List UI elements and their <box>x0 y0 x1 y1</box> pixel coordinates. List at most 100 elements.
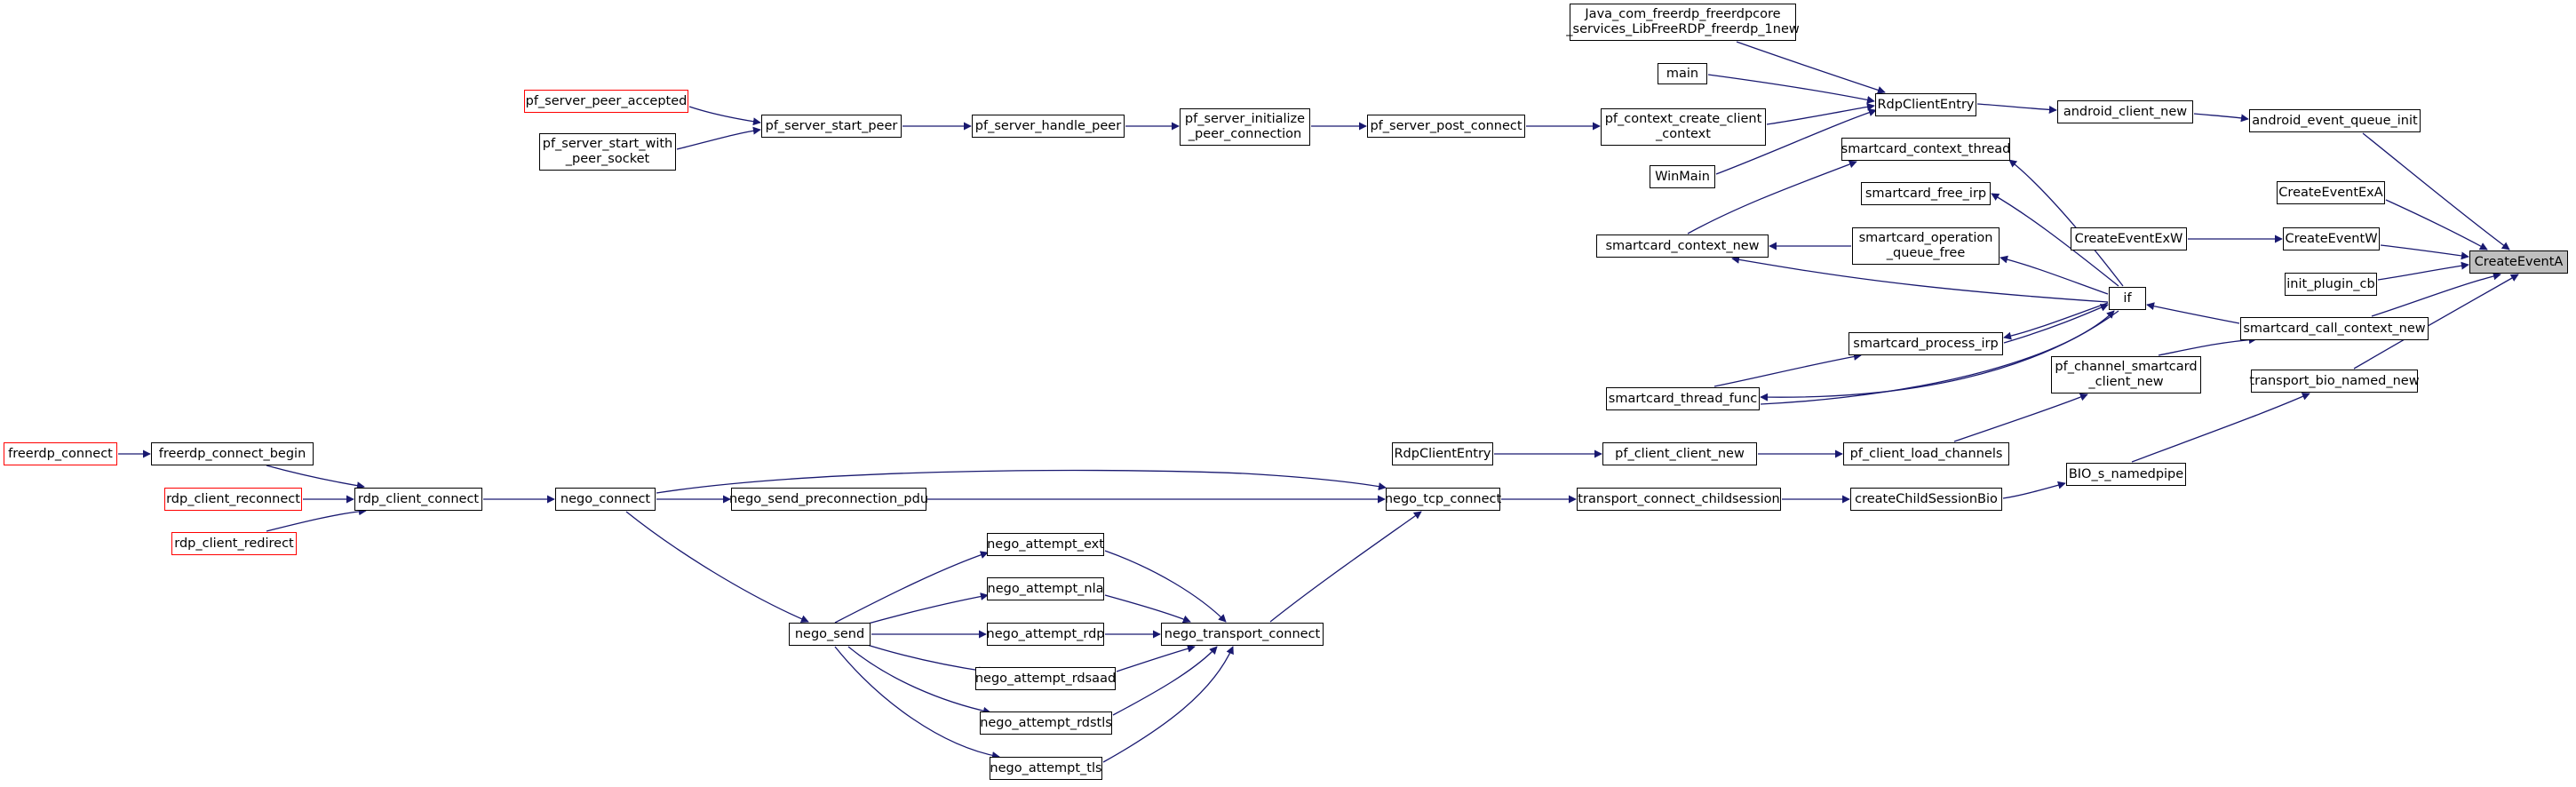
node-smartcard-free-irp-label: smartcard_free_irp <box>1864 186 1987 201</box>
edge-nego-send-to-attempt-ext <box>834 551 989 624</box>
node-android-event-queue-init-label: android_event_queue_init <box>2252 113 2418 128</box>
node-smartcard-call-context-new-label: smartcard_call_context_new <box>2243 321 2426 336</box>
node-nego-attempt-nla[interactable]: nego_attempt_nla <box>987 577 1104 600</box>
node-rdpcliententry-bottom-label: RdpClientEntry <box>1394 446 1491 461</box>
node-freerdp-connect-begin[interactable]: freerdp_connect_begin <box>151 442 314 465</box>
node-pf-client-load-channels[interactable]: pf_client_load_channels <box>1843 442 2009 465</box>
node-smartcard-thread-func[interactable]: smartcard_thread_func <box>1606 387 1760 410</box>
node-createchildsessionbio-label: createChildSessionBio <box>1855 491 1998 506</box>
edge-attempt-rdsaad-to-transport <box>1116 644 1196 672</box>
node-init-plugin-cb[interactable]: init_plugin_cb <box>2285 273 2377 296</box>
node-winmain[interactable]: WinMain <box>1650 165 1715 188</box>
node-transport-connect-childsession[interactable]: transport_connect_childsession <box>1577 488 1781 511</box>
node-createeventexa[interactable]: CreateEventExA <box>2277 181 2385 204</box>
edge-thread-func-to-if <box>1760 310 2115 405</box>
node-nego-transport-connect-label: nego_transport_connect <box>1164 626 1321 641</box>
node-smartcard-thread-func-label: smartcard_thread_func <box>1608 391 1758 406</box>
node-smartcard-process-irp[interactable]: smartcard_process_irp <box>1849 332 2003 355</box>
node-nego-attempt-tls-label: nego_attempt_tls <box>990 760 1102 775</box>
node-nego-tcp-connect[interactable]: nego_tcp_connect <box>1384 488 1502 511</box>
edge-android-client-new <box>2193 113 2249 123</box>
edge-attempt-rdstls-to-transport <box>1112 646 1218 716</box>
edge-begin-to-rdp-connect <box>266 465 365 490</box>
node-nego-attempt-rdstls[interactable]: nego_attempt_rdstls <box>980 711 1112 735</box>
node-pf-server-handle-peer-label: pf_server_handle_peer <box>974 118 1122 133</box>
node-pf-server-post-connect-label: pf_server_post_connect <box>1370 118 1523 133</box>
node-smartcard-context-thread-label: smartcard_context_thread <box>1841 141 2011 156</box>
edge-if-to-call <box>2146 302 2240 324</box>
node-smartcard-context-new-label: smartcard_context_new <box>1605 238 1760 253</box>
node-pf-server-start-with[interactable]: pf_server_start_with _peer_socket <box>539 133 676 171</box>
node-main[interactable]: main <box>1658 63 1707 84</box>
node-pf-client-client-new[interactable]: pf_client_client_new <box>1602 442 1757 465</box>
node-smartcard-context-thread[interactable]: smartcard_context_thread <box>1841 138 2010 161</box>
node-nego-attempt-ext[interactable]: nego_attempt_ext <box>987 533 1104 556</box>
node-nego-transport-connect[interactable]: nego_transport_connect <box>1161 623 1324 646</box>
node-pf-client-client-new-label: pf_client_client_new <box>1615 446 1745 461</box>
node-nego-connect[interactable]: nego_connect <box>555 488 656 511</box>
node-nego-attempt-tls[interactable]: nego_attempt_tls <box>990 757 1102 780</box>
node-freerdp-connect-label: freerdp_connect <box>8 446 113 461</box>
edge-rdpcliententry-top <box>1976 103 2057 114</box>
node-nego-send[interactable]: nego_send <box>789 623 871 646</box>
node-smartcard-operation[interactable]: smartcard_operation _queue_free <box>1852 227 2000 265</box>
node-java-com-freerdp[interactable]: Java_com_freerdp_freerdpcore _services_L… <box>1566 4 1800 41</box>
node-createeventexw[interactable]: CreateEventExW <box>2071 227 2187 250</box>
node-pf-server-peer-accepted-label: pf_server_peer_accepted <box>525 93 688 108</box>
node-rdp-client-connect[interactable]: rdp_client_connect <box>354 488 482 511</box>
node-pf-server-peer-accepted[interactable]: pf_server_peer_accepted <box>524 90 688 113</box>
edge-thread-func-to-process-irp <box>1713 353 1862 387</box>
node-createeventexw-label: CreateEventExW <box>2074 231 2183 246</box>
node-rdpcliententry-top[interactable]: RdpClientEntry <box>1875 93 1976 116</box>
node-nego-send-label: nego_send <box>794 626 865 641</box>
edge-smartcard-call-context-new <box>2371 272 2501 317</box>
node-nego-attempt-ext-label: nego_attempt_ext <box>987 537 1104 552</box>
node-nego-send-preconnection-pdu[interactable]: nego_send_preconnection_pdu <box>729 488 928 511</box>
node-transport-bio-named-new[interactable]: transport_bio_named_new <box>2249 370 2420 393</box>
node-createeventw[interactable]: CreateEventW <box>2283 227 2380 250</box>
node-pf-server-handle-peer[interactable]: pf_server_handle_peer <box>972 115 1125 138</box>
node-pf-client-load-channels-label: pf_client_load_channels <box>1849 446 2003 461</box>
node-nego-tcp-connect-label: nego_tcp_connect <box>1384 491 1502 506</box>
node-pf-server-initialize[interactable]: pf_server_initialize _peer_connection <box>1180 108 1310 146</box>
node-android-event-queue-init[interactable]: android_event_queue_init <box>2249 109 2421 132</box>
node-smartcard-free-irp[interactable]: smartcard_free_irp <box>1861 182 1991 205</box>
node-pf-server-post-connect[interactable]: pf_server_post_connect <box>1367 115 1525 138</box>
node-pf-server-start-peer[interactable]: pf_server_start_peer <box>761 115 902 138</box>
node-nego-attempt-rdstls-label: nego_attempt_rdstls <box>980 715 1112 730</box>
node-pf-context-create[interactable]: pf_context_create_client _context <box>1601 108 1766 146</box>
node-if-label: if <box>2123 290 2132 306</box>
node-freerdp-connect[interactable]: freerdp_connect <box>4 442 117 465</box>
node-rdp-client-reconnect[interactable]: rdp_client_reconnect <box>164 488 302 511</box>
node-main-label: main <box>1666 66 1699 81</box>
node-createchildsessionbio[interactable]: createChildSessionBio <box>1850 488 2002 511</box>
node-java-com-freerdp-label: Java_com_freerdp_freerdpcore _services_L… <box>1566 7 1800 36</box>
node-android-client-new[interactable]: android_client_new <box>2057 100 2193 123</box>
node-nego-attempt-rdp[interactable]: nego_attempt_rdp <box>987 623 1105 646</box>
node-smartcard-context-new[interactable]: smartcard_context_new <box>1596 235 1769 258</box>
node-freerdp-connect-begin-label: freerdp_connect_begin <box>158 446 306 461</box>
node-rdpcliententry-bottom[interactable]: RdpClientEntry <box>1392 442 1493 465</box>
node-smartcard-operation-label: smartcard_operation _queue_free <box>1858 231 1993 260</box>
node-nego-attempt-rdsaad[interactable]: nego_attempt_rdsaad <box>975 667 1116 690</box>
node-createeventexa-label: CreateEventExA <box>2278 185 2383 200</box>
edge-android-event-queue-init <box>2362 132 2510 250</box>
edge-attempt-tls-to-transport <box>1102 646 1234 763</box>
edge-nego-send-to-attempt-rdsaad <box>861 642 987 675</box>
edge-nego-send-to-attempt-nla <box>861 592 989 626</box>
edge-if-to-free-irp <box>1991 193 2119 287</box>
node-rdp-client-connect-label: rdp_client_connect <box>357 491 480 506</box>
edge-nego-connect-to-nego-send <box>625 511 809 623</box>
edge-nego-transport-to-nego-tcp <box>1269 511 1422 623</box>
node-smartcard-call-context-new[interactable]: smartcard_call_context_new <box>2240 317 2429 340</box>
node-smartcard-process-irp-label: smartcard_process_irp <box>1853 336 1999 351</box>
node-nego-connect-label: nego_connect <box>560 491 651 506</box>
node-createeventa[interactable]: CreateEventA <box>2469 250 2568 274</box>
edge-if-to-context-new <box>1731 255 2109 303</box>
node-pf-channel-smartcard[interactable]: pf_channel_smartcard _client_new <box>2051 356 2201 394</box>
node-if[interactable]: if <box>2109 287 2146 310</box>
edge-winmain <box>1715 108 1877 175</box>
node-bio-s-namedpipe[interactable]: BIO_s_namedpipe <box>2066 463 2186 486</box>
node-rdp-client-redirect[interactable]: rdp_client_redirect <box>171 532 297 555</box>
